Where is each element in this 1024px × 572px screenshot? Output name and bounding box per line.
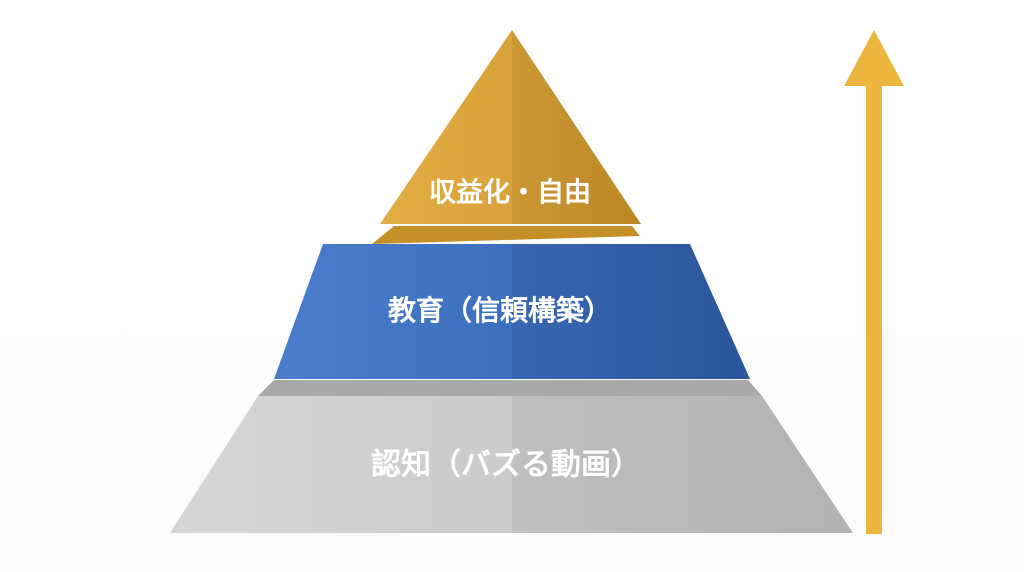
tier-middle-shade <box>512 244 750 379</box>
tier-bottom-label: 認知（バズる動画） <box>371 448 641 483</box>
pyramid-tier-middle: 教育（信頼構築） <box>274 244 750 379</box>
tier-middle-label: 教育（信頼構築） <box>388 294 612 327</box>
tier-top-label: 収益化・自由 <box>429 177 591 209</box>
pyramid-tier-top: 収益化・自由 <box>372 30 641 244</box>
growth-arrow-head-icon <box>844 30 904 86</box>
tier-bottom-body <box>170 396 853 533</box>
tier-bottom-shape <box>258 380 762 396</box>
tier-top-shade <box>512 30 641 224</box>
tier-middle-body <box>274 244 750 379</box>
growth-arrow <box>844 30 904 534</box>
tier-bottom-shade <box>512 396 853 533</box>
growth-arrow-shaft <box>866 82 882 534</box>
tier-top-body <box>380 30 641 224</box>
pyramid-tier-bottom: 認知（バズる動画） <box>170 380 853 533</box>
tier-top-shadow <box>372 226 640 244</box>
